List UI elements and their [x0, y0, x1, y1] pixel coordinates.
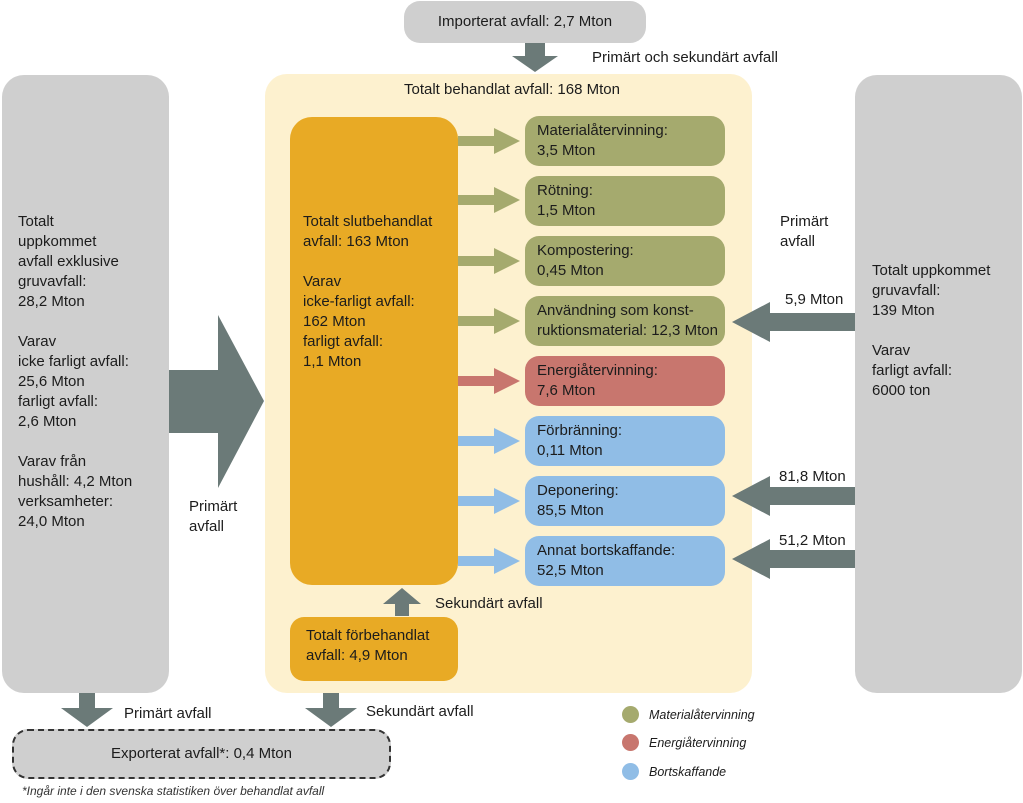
total-treated-label: Totalt behandlat avfall: 168 Mton: [404, 81, 620, 98]
imported-box: Importerat avfall: 2,7 Mton: [404, 1, 646, 43]
right-flow-label-1: 5,9 Mton: [785, 291, 844, 308]
right-flow-arrow-2: [732, 476, 855, 516]
treatment-label: Annat bortskaffande: 52,5 Mton: [537, 542, 676, 579]
arrow-deponering: [458, 488, 520, 514]
bottom-secondary-label: Sekundärt avfall: [366, 703, 474, 720]
import-arrow: [512, 43, 558, 72]
top-arrow-label: Primärt och sekundärt avfall: [592, 49, 778, 66]
right-flow-arrow-1: [732, 302, 855, 342]
final-treated-text: Totalt slutbehandlat avfall: 163 Mton Va…: [303, 213, 433, 370]
final-treated-box: [290, 117, 458, 585]
treatment-label: Kompostering: 0,45 Mton: [537, 242, 634, 279]
treatment-konstruktionsmaterial: Användning som konst- ruktionsmaterial: …: [525, 296, 725, 346]
legend-item-materialatervinning: Materialåtervinning: [622, 706, 755, 723]
arrow-forbranning: [458, 428, 520, 454]
primary-big-arrow: [169, 315, 264, 488]
bottom-primary-arrow: [61, 693, 113, 727]
right-panel: [855, 75, 1022, 693]
exported-box: Exporterat avfall*: 0,4 Mton: [12, 729, 391, 779]
left-arrow-label: Primärt avfall: [189, 498, 238, 535]
legend-label: Materialåtervinning: [649, 707, 755, 722]
legend-label: Energiåtervinning: [649, 735, 747, 750]
treatment-deponering: Deponering: 85,5 Mton: [525, 476, 725, 526]
arrow-annat-bortskaffande: [458, 548, 520, 574]
secondary-up-arrow: [383, 588, 421, 616]
treatment-rotning: Rötning: 1,5 Mton: [525, 176, 725, 226]
treatment-label: Rötning: 1,5 Mton: [537, 182, 596, 219]
pretreated-box: [290, 617, 458, 681]
treatment-label: Energiåtervinning: 7,6 Mton: [537, 362, 658, 399]
left-panel-text: Totalt uppkommet avfall exklusive gruvav…: [18, 213, 133, 530]
bottom-primary-label: Primärt avfall: [124, 705, 212, 722]
treatment-label: Användning som konst- ruktionsmaterial: …: [537, 302, 718, 339]
arrow-energiatervinning: [458, 368, 520, 394]
right-flow-label-2: 81,8 Mton: [779, 468, 846, 485]
treatment-label: Materialåtervinning: 3,5 Mton: [537, 122, 668, 159]
treatment-energiatervinning: Energiåtervinning: 7,6 Mton: [525, 356, 725, 406]
right-panel-text: Totalt uppkommet gruvavfall: 139 Mton Va…: [872, 262, 991, 399]
treatment-annat-bortskaffande: Annat bortskaffande: 52,5 Mton: [525, 536, 725, 586]
exported-label: Exporterat avfall*: 0,4 Mton: [111, 745, 292, 762]
legend-label: Bortskaffande: [649, 764, 727, 779]
secondary-up-label: Sekundärt avfall: [435, 595, 543, 612]
treatment-materialatervinning: Materialåtervinning: 3,5 Mton: [525, 116, 725, 166]
pretreated-text: Totalt förbehandlat avfall: 4,9 Mton: [306, 627, 430, 664]
treatment-forbranning: Förbränning: 0,11 Mton: [525, 416, 725, 466]
imported-label: Importerat avfall: 2,7 Mton: [437, 13, 613, 30]
footnote: *Ingår inte i den svenska statistiken öv…: [22, 784, 325, 798]
arrow-rotning: [458, 187, 520, 213]
legend-item-bortskaffande: Bortskaffande: [622, 763, 726, 780]
arrow-konstruktionsmaterial: [458, 308, 520, 334]
legend-dot: [622, 734, 639, 751]
arrow-materialatervinning: [458, 128, 520, 154]
treatment-kompostering: Kompostering: 0,45 Mton: [525, 236, 725, 286]
arrow-kompostering: [458, 248, 520, 274]
bottom-secondary-arrow: [305, 693, 357, 727]
legend-dot: [622, 763, 639, 780]
right-flow-arrow-3: [732, 539, 855, 579]
treatment-label: Förbränning: 0,11 Mton: [537, 422, 623, 459]
right-flow-label-3: 51,2 Mton: [779, 532, 846, 549]
left-panel: [2, 75, 169, 693]
right-primary-label: Primärt avfall: [780, 213, 829, 250]
legend-item-energiatervinning: Energiåtervinning: [622, 734, 746, 751]
legend-dot: [622, 706, 639, 723]
treatment-label: Deponering: 85,5 Mton: [537, 482, 619, 519]
